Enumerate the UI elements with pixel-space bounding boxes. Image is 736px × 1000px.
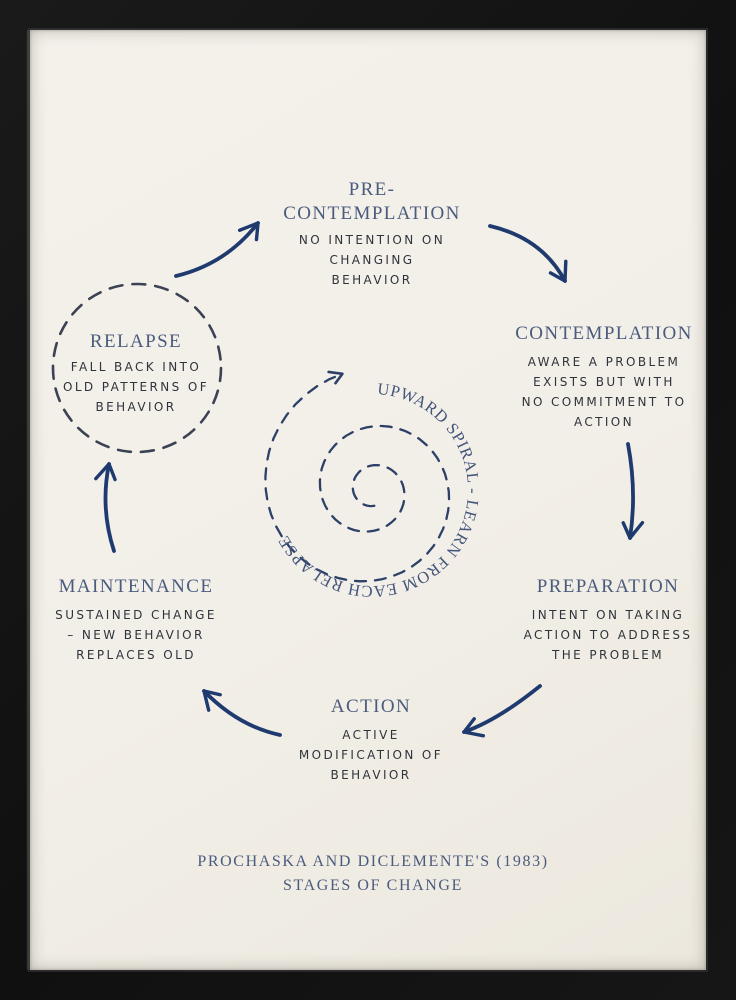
caption-line-2: STAGES OF CHANGE: [283, 877, 463, 894]
stage-preparation-title: PREPARATION: [536, 576, 680, 597]
spiral-label: UPWARD SPIRAL - LEARN FROM EACH RELAPSE: [273, 379, 483, 601]
arrow-contemplation-to-preparation: [621, 442, 645, 540]
stage-maintenance: MAINTENANCE SUSTAINED CHANGE – NEW BEHAV…: [55, 575, 217, 665]
stage-precontemplation-title: PRE- CONTEMPLATION: [283, 178, 461, 226]
cycle-diagram-graphics: UPWARD SPIRAL - LEARN FROM EACH RELAPSE: [51, 221, 645, 738]
arrow-precontemplation-to-contemplation: [488, 224, 568, 283]
caption-line-1: PROCHASKA AND DICLEMENTE'S (1983): [197, 853, 549, 870]
text-line: BEHAVIOR: [331, 273, 413, 287]
text-line: NO COMMITMENT TO: [521, 395, 687, 409]
text-line: BEHAVIOR: [95, 400, 177, 414]
stage-relapse: RELAPSE FALL BACK INTO OLD PATTERNS OF B…: [63, 330, 209, 417]
text-line: ACTION: [573, 415, 635, 429]
text-line: THE PROBLEM: [551, 648, 665, 662]
stage-contemplation-title: CONTEMPLATION: [515, 323, 693, 344]
arrow-preparation-to-action: [462, 684, 542, 738]
text-line: FALL BACK INTO: [70, 360, 202, 374]
text-line: REPLACES OLD: [76, 648, 196, 662]
stage-precontemplation: PRE- CONTEMPLATION NO INTENTION ON CHANG…: [283, 178, 461, 290]
text-line: CONTEMPLATION: [283, 203, 461, 224]
stage-preparation-description: INTENT ON TAKING ACTION TO ADDRESS THE P…: [524, 605, 693, 665]
stage-action-title: ACTION: [330, 696, 412, 717]
text-line: ACTION TO ADDRESS: [523, 628, 693, 642]
stage-relapse-description: FALL BACK INTO OLD PATTERNS OF BEHAVIOR: [63, 357, 209, 417]
text-line: MODIFICATION OF: [298, 748, 444, 762]
stage-precontemplation-description: NO INTENTION ON CHANGING BEHAVIOR: [283, 230, 461, 290]
stages-of-change-poster: UPWARD SPIRAL - LEARN FROM EACH RELAPSE …: [30, 30, 706, 970]
text-line: ACTIVE: [342, 728, 400, 742]
stage-contemplation: CONTEMPLATION AWARE A PROBLEM EXISTS BUT…: [515, 322, 693, 432]
stage-preparation: PREPARATION INTENT ON TAKING ACTION TO A…: [524, 575, 693, 665]
relapse-dashed-circle: [51, 282, 223, 454]
arrow-maintenance-to-relapse: [94, 462, 117, 553]
arrow-relapse-to-precontemplation: [174, 221, 260, 278]
stage-contemplation-description: AWARE A PROBLEM EXISTS BUT WITH NO COMMI…: [515, 352, 693, 432]
text-line: INTENT ON TAKING: [531, 608, 685, 622]
stage-maintenance-title: MAINTENANCE: [58, 576, 214, 597]
text-line: BEHAVIOR: [330, 768, 412, 782]
text-line: OLD PATTERNS OF: [62, 380, 210, 394]
text-line: CHANGING: [329, 253, 415, 267]
text-line: NO INTENTION ON: [298, 233, 446, 247]
text-line: EXISTS BUT WITH: [533, 375, 675, 389]
upward-spiral: [264, 370, 451, 583]
text-line: – NEW BEHAVIOR: [67, 628, 205, 642]
stage-relapse-title: RELAPSE: [89, 331, 183, 352]
text-line: SUSTAINED CHANGE: [55, 608, 217, 622]
arrow-action-to-maintenance: [202, 689, 282, 737]
stage-action-description: ACTIVE MODIFICATION OF BEHAVIOR: [299, 725, 443, 785]
poster-caption: PROCHASKA AND DICLEMENTE'S (1983) STAGES…: [197, 850, 548, 898]
text-line: PRE-: [348, 179, 396, 200]
stage-action: ACTION ACTIVE MODIFICATION OF BEHAVIOR: [299, 695, 443, 785]
stage-maintenance-description: SUSTAINED CHANGE – NEW BEHAVIOR REPLACES…: [55, 605, 217, 665]
text-line: AWARE A PROBLEM: [527, 355, 681, 369]
